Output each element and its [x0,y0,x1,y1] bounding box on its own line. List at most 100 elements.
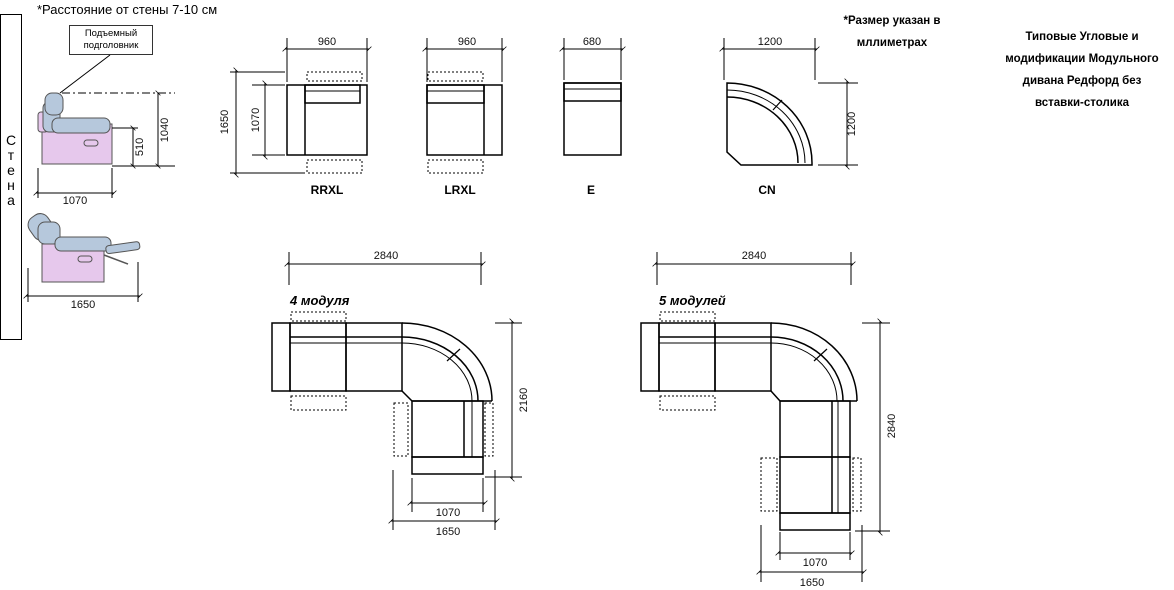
seat-divider [772,99,783,111]
corner-backrest-inner [401,342,473,402]
wall-distance-note: *Расстояние от стены 7-10 см [37,2,218,17]
module-e [559,38,626,156]
module-rrxl-depth: 1070 [250,108,262,132]
headrest-callout: Подъемный подголовник [69,25,153,55]
module-rrxl-label: RRXL [311,183,344,197]
module-rrxl [230,38,372,178]
title-line: вставки-столика [1034,97,1130,109]
config-5-label: 5 модулей [659,293,726,308]
footrest [105,241,141,255]
config-4-width: 2840 [374,250,398,262]
module-outline [286,84,368,156]
module-rrxl-total-depth: 1650 [219,110,231,134]
module-b [714,322,772,392]
headrest-leader [59,54,111,94]
recliner-outline [659,311,716,322]
recliner-outline [760,457,778,512]
recliner-cushion [51,117,111,134]
module-cn-width: 1200 [758,36,782,48]
corner-outer [401,322,493,402]
footrest-arm [103,254,129,265]
backrest-arc-mid [726,89,806,164]
config-5-modules [640,252,890,582]
dim-height-label: 1040 [159,118,171,142]
module-e-label: E [587,183,595,197]
wall-letter: а [7,192,15,208]
callout-line: подголовник [83,40,139,51]
callout-line: Подъемный [84,28,138,39]
corner-backrest [770,336,844,402]
config-5-dim-a: 1070 [803,557,827,569]
recliner-outline [659,395,716,411]
wall-letter: С [5,132,17,148]
recliner-closed-view: 510 1040 1070 [33,54,175,207]
module-e-width: 680 [583,36,601,48]
module-cn [719,38,858,170]
wall-panel: С т е н а [0,14,22,340]
backrest [304,84,361,104]
module-b [345,322,403,392]
recliner-outline-bottom [427,159,484,174]
recliner-open-view: 1650 [23,213,143,311]
corner-divider [446,348,461,362]
recliner-handle [83,139,99,147]
middle-module [779,400,851,458]
module-cn-label: CN [758,183,775,197]
corner-backrest [401,336,479,402]
recliner-outline-top [427,71,484,82]
title-line: дивана Редфорд без [1022,75,1142,87]
size-note-line: мллиметрах [856,37,928,49]
backrest [563,82,622,102]
module-cn-depth: 1200 [846,112,858,136]
module-lrxl-width: 960 [458,36,476,48]
chaise-armrest [779,512,851,531]
config-5-width: 2840 [742,250,766,262]
config-4-dim-a: 1070 [436,507,460,519]
recliner-outline [484,402,494,457]
dim-depth-open-label: 1650 [71,299,95,311]
wall-letter: е [7,162,15,178]
config-4-dim-b: 1650 [436,526,460,538]
module-a [289,322,347,392]
config-5-dim-b: 1650 [800,577,824,589]
recliner-outline [852,457,862,512]
module-outline [426,84,503,156]
size-note-line: *Размер указан в [843,15,941,27]
wall-letter: т [7,147,15,163]
chaise-armrest [411,456,484,475]
corner-backrest-inner [770,342,838,402]
size-note: *Размер указан в мллиметрах [832,10,952,54]
config-4-modules [271,252,522,530]
recliner-outline [393,402,409,457]
title-line: модификации Модульного [1005,53,1159,65]
module-outline [563,82,622,156]
module-lrxl [422,38,507,174]
corner-divider [813,348,828,362]
recliner-backrest [37,221,61,245]
dim-seat-label: 510 [134,138,146,156]
recliner-outline [290,311,347,322]
corner-outer [770,322,858,402]
module-a [658,322,716,392]
dim-depth-closed-label: 1070 [63,195,87,207]
headrest [44,92,64,116]
recliner-cushion [54,236,112,252]
config-4-label: 4 модуля [289,293,350,308]
config-4-height: 2160 [518,388,530,412]
corner-front [770,390,857,402]
left-armrest [640,322,660,392]
backrest-arc-inner [726,96,799,164]
module-rrxl-width: 960 [318,36,336,48]
wall-letter: н [7,177,15,193]
wall-label: С т е н а [1,133,21,208]
recliner-outline [290,395,347,411]
recliner-outline-bottom [306,159,363,174]
config-5-height: 2840 [886,414,898,438]
diagram-title: Типовые Угловые и модификации Модульного… [985,26,1174,114]
module-lrxl-label: LRXL [444,183,475,197]
module-outline [726,82,813,166]
chaise-module [779,456,851,514]
recliner-handle [77,255,93,263]
backrest [426,84,485,104]
